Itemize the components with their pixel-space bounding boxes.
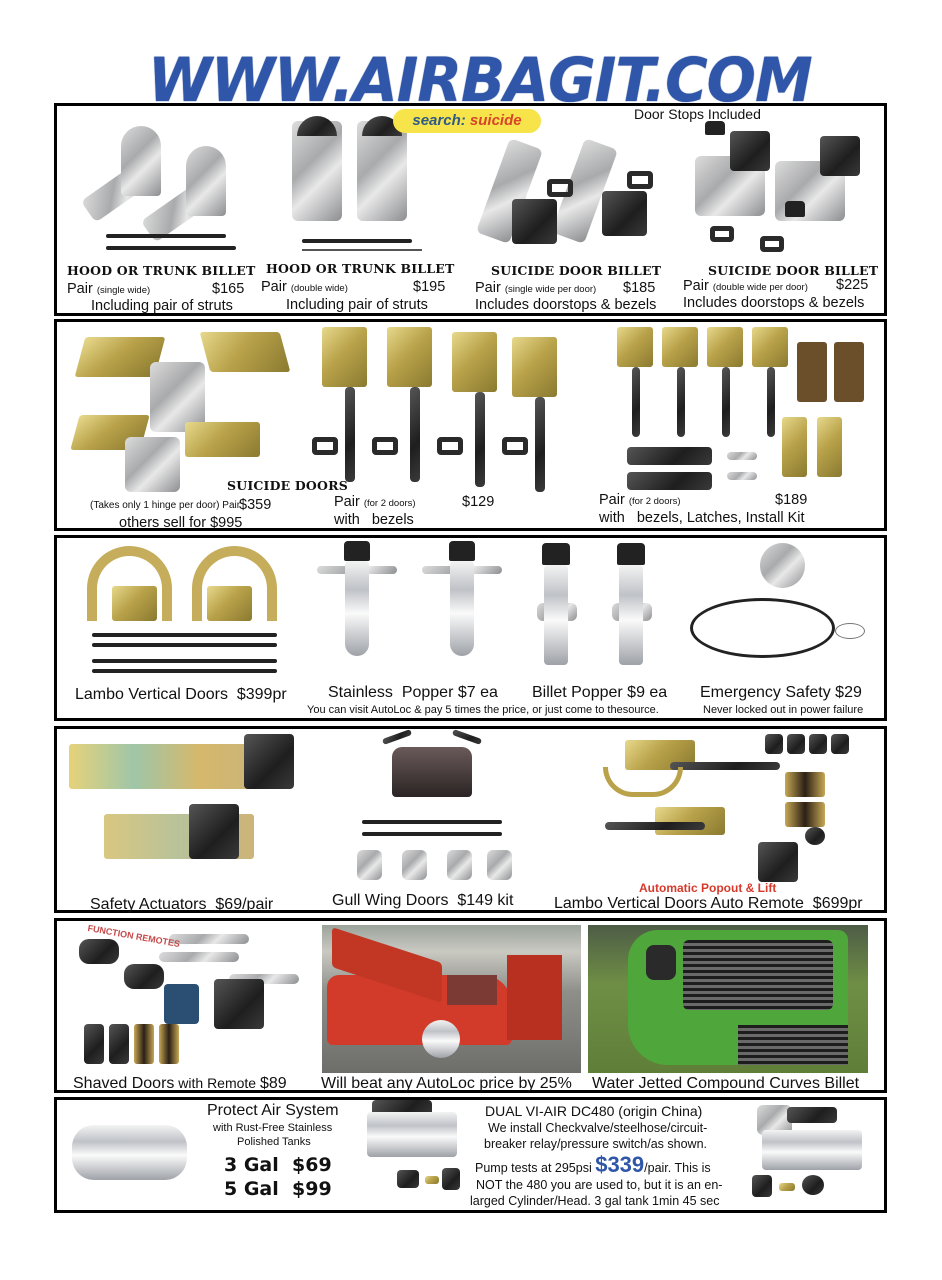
suicide-doors-item-2-note: with bezels bbox=[334, 512, 414, 528]
hinge-2-price: $195 bbox=[413, 279, 446, 295]
suicide-doors-item-2-pair: Pair (for 2 doors) bbox=[334, 494, 416, 510]
tank-3gal-price: 3 Gal $69 bbox=[224, 1154, 332, 1176]
compressor-line-4: NOT the 480 you are used to, but it is a… bbox=[476, 1178, 723, 1192]
protect-air-title: Protect Air System bbox=[207, 1102, 339, 1119]
compressor-line-5: larged Cylinder/Head. 3 gal tank 1min 45… bbox=[470, 1194, 720, 1208]
hinge-3-title: SUICIDE DOOR BILLET bbox=[491, 263, 662, 278]
compressor-line-1: We install Checkvalve/steelhose/circuit- bbox=[488, 1121, 708, 1135]
hinge-4-price: $225 bbox=[836, 277, 869, 293]
hinge-1-pair: Pair (single wide) bbox=[67, 281, 151, 297]
autoloc-comparison-note: You can visit AutoLoc & pay 5 times the … bbox=[307, 704, 659, 716]
beat-autoloc-caption: Will beat any AutoLoc price by 25% bbox=[321, 1075, 572, 1092]
billet-popper-image bbox=[527, 538, 677, 678]
panel-poppers: Lambo Vertical Doors $399pr Stainless Po… bbox=[54, 535, 887, 721]
suicide-doors-item-3-pair: Pair (for 2 doors) bbox=[599, 492, 681, 508]
automatic-popout-label: Automatic Popout & Lift bbox=[639, 881, 777, 895]
panel-suicide-doors: SUICIDE DOORS (Takes only 1 hinge per do… bbox=[54, 319, 887, 531]
emergency-safety-image bbox=[685, 543, 875, 673]
site-logo[interactable]: WWW.AIRBAGIT.COM bbox=[148, 44, 813, 116]
compressor-pair-price: $339 bbox=[595, 1152, 645, 1177]
panel-actuators: Automatic Popout & Lift Safety Actuators… bbox=[54, 726, 887, 913]
hinge-3-note: Includes doorstops & bezels bbox=[475, 297, 657, 313]
panel-hinges: Door Stops Included HOOD OR TRUNK BILLET… bbox=[54, 103, 887, 316]
compressor-right-image bbox=[747, 1105, 877, 1205]
hinge-4-note: Includes doorstops & bezels bbox=[683, 295, 865, 311]
hinge-1-price: $165 bbox=[212, 281, 245, 297]
shaved-doors-kit-image bbox=[69, 924, 309, 1069]
hinge-4-title: SUICIDE DOOR BILLET bbox=[708, 263, 879, 278]
emergency-safety-note: Never locked out in power failure bbox=[703, 704, 864, 716]
suicide-doors-item-1-note: others sell for $995 bbox=[119, 515, 243, 531]
lambo-auto-remote-caption: Lambo Vertical Doors Auto Remote $699pr bbox=[554, 895, 863, 912]
suicide-doors-item-1-price: $359 bbox=[239, 497, 272, 513]
hinge-3-price: $185 bbox=[623, 280, 656, 296]
suicide-door-single-image bbox=[472, 111, 672, 256]
tank-5gal-price: 5 Gal $99 bbox=[224, 1178, 332, 1200]
protect-air-sub1: with Rust-Free Stainless bbox=[213, 1122, 333, 1134]
hinge-2-pair: Pair (double wide) bbox=[261, 279, 348, 295]
air-tank-image bbox=[72, 1125, 187, 1180]
suicide-doors-item-2-price: $129 bbox=[462, 494, 495, 510]
suicide-doors-item-3-note: with bezels, Latches, Install Kit bbox=[599, 510, 805, 526]
panel-shaved-doors: FUNCTION REMOTES Shaved Doors with Remot… bbox=[54, 918, 887, 1093]
suicide-door-double-image bbox=[685, 116, 880, 256]
suicide-door-full-kit-image bbox=[612, 322, 872, 497]
hinge-2-title: HOOD OR TRUNK BILLET bbox=[266, 261, 455, 276]
hinge-1-note: Including pair of struts bbox=[91, 298, 233, 314]
compressor-title: DUAL VI-AIR DC480 (origin China) bbox=[485, 1103, 703, 1119]
suicide-door-bracket-image bbox=[307, 322, 577, 492]
lambo-vertical-doors-image bbox=[77, 541, 292, 676]
hinge-2-note: Including pair of struts bbox=[286, 297, 428, 313]
hood-trunk-double-image bbox=[272, 111, 462, 256]
compressor-left-image bbox=[347, 1100, 467, 1200]
protect-air-sub2: Polished Tanks bbox=[237, 1136, 311, 1148]
stainless-popper-caption: Stainless Popper $7 ea bbox=[328, 684, 498, 701]
water-jetted-billet-caption: Water Jetted Compound Curves Billet bbox=[592, 1075, 860, 1092]
safety-actuators-image bbox=[69, 734, 309, 884]
hinge-4-pair: Pair (double wide per door) bbox=[683, 278, 808, 294]
suicide-hinge-kit-image bbox=[70, 327, 291, 492]
suicide-doors-item-3-price: $189 bbox=[775, 492, 808, 508]
hinge-1-title: HOOD OR TRUNK BILLET bbox=[67, 263, 256, 278]
search-badge[interactable]: search: suicide bbox=[393, 109, 541, 133]
shaved-doors-caption: Shaved Doors with Remote $89 bbox=[73, 1075, 287, 1092]
emergency-safety-caption: Emergency Safety $29 bbox=[700, 684, 862, 701]
search-badge-prefix: search: bbox=[412, 112, 466, 129]
search-badge-term: suicide bbox=[469, 112, 522, 129]
hood-trunk-single-image bbox=[71, 116, 261, 256]
billet-popper-caption: Billet Popper $9 ea bbox=[532, 684, 668, 701]
safety-actuators-caption: Safety Actuators $69/pair bbox=[90, 896, 274, 913]
hinge-3-pair: Pair (single wide per door) bbox=[475, 280, 597, 296]
red-truck-image bbox=[322, 925, 581, 1073]
gull-wing-doors-image bbox=[342, 729, 522, 892]
green-truck-billet-image bbox=[588, 925, 868, 1073]
door-stops-note: Door Stops Included bbox=[634, 106, 761, 122]
lambo-vertical-doors-caption: Lambo Vertical Doors $399pr bbox=[75, 686, 287, 703]
suicide-doors-title: SUICIDE DOORS bbox=[227, 478, 348, 493]
gull-wing-doors-caption: Gull Wing Doors $149 kit bbox=[332, 892, 514, 909]
compressor-line-3: Pump tests at 295psi $339/pair. This is bbox=[475, 1152, 711, 1177]
lambo-auto-remote-image bbox=[595, 732, 880, 882]
suicide-doors-item-1-prefix: (Takes only 1 hinge per door) Pair bbox=[90, 500, 241, 511]
panel-air-systems: Protect Air System with Rust-Free Stainl… bbox=[54, 1097, 887, 1213]
compressor-line-2: breaker relay/pressure switch/as shown. bbox=[484, 1137, 708, 1151]
stainless-popper-image bbox=[312, 538, 512, 678]
